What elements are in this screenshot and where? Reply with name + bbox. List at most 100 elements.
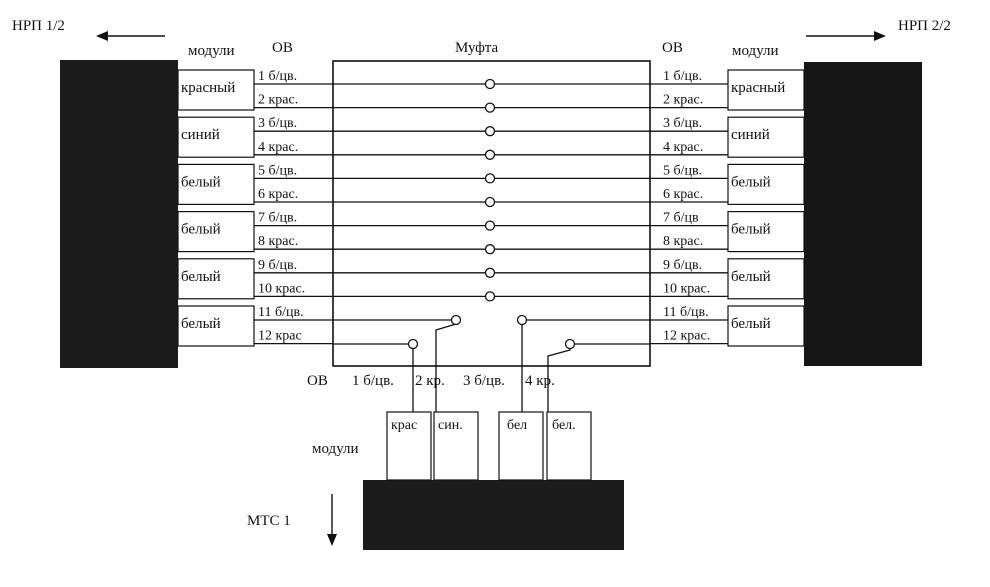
bottom-fiber-label-1: 1 б/цв. [352, 373, 394, 389]
splice-point [450, 314, 462, 326]
left-fiber-label: 8 крас. [258, 234, 298, 249]
left-modules: красный синий белый белый белый белый [177, 69, 255, 347]
nrp-right-block [804, 62, 922, 366]
right-module-box [727, 116, 805, 158]
splice-point [484, 244, 496, 255]
left-fiber-label: 6 крас. [258, 187, 298, 202]
left-module-box [177, 305, 255, 347]
branch-line-2 [333, 319, 457, 416]
mts-label: МТС 1 [247, 513, 291, 529]
bottom-fibers-header: ОВ [307, 373, 328, 389]
right-fiber-label: 2 крас. [663, 93, 703, 108]
right-fibers-header: ОВ [662, 40, 683, 56]
nrp-left-label: НРП 1/2 [12, 18, 65, 34]
right-module-box [727, 258, 805, 300]
right-module-label: красный [731, 80, 785, 96]
bottom-module-box [498, 411, 544, 481]
left-fibers-header: ОВ [272, 40, 293, 56]
left-module-box [177, 163, 255, 205]
splice-point [407, 338, 419, 350]
bottom-module-label-1: крас [391, 418, 417, 433]
bottom-fiber-label-3: 3 б/цв. [463, 373, 505, 389]
bottom-module-label-3: бел [507, 418, 527, 433]
left-fiber-label: 11 б/цв. [258, 305, 304, 320]
splice-point [484, 196, 496, 208]
splice-point [484, 220, 496, 231]
left-module-label: белый [181, 174, 221, 190]
nrp-left-block [60, 60, 178, 368]
right-module-label: белый [731, 222, 771, 238]
right-fiber-label: 10 крас. [663, 281, 710, 296]
right-module-box [727, 163, 805, 205]
arrow-left-icon [96, 31, 165, 41]
right-fiber-label: 12 крас. [663, 329, 710, 344]
left-module-box [177, 258, 255, 300]
left-module-label: белый [181, 316, 221, 332]
right-fiber-label: 3 б/цв. [663, 116, 702, 131]
bottom-modules-header: модули [312, 441, 359, 457]
bottom-module-label-4: бел. [552, 418, 576, 433]
splice-point [484, 291, 496, 302]
left-fiber-label: 4 крас. [258, 140, 298, 155]
splice-point [564, 338, 576, 350]
right-fiber-label: 11 б/цв. [663, 305, 709, 320]
left-module-box [177, 211, 255, 253]
arrow-right-icon [806, 31, 886, 41]
right-fiber-label: 7 б/цв [663, 211, 699, 226]
coupling-label: Муфта [455, 40, 499, 56]
left-fiber-label: 9 б/цв. [258, 258, 297, 273]
splice-point [516, 314, 528, 326]
right-module-box [727, 211, 805, 253]
left-fiber-label: 7 б/цв. [258, 211, 297, 226]
right-module-label: белый [731, 269, 771, 285]
right-modules-header: модули [732, 43, 779, 59]
bottom-fiber-label-4: 4 кр. [525, 373, 555, 389]
branch-line-4 [547, 343, 650, 416]
fiber-lines [254, 83, 728, 345]
right-fiber-label: 6 крас. [663, 187, 703, 202]
splice-point [484, 102, 496, 113]
left-module-box [177, 69, 255, 111]
right-module-box [727, 305, 805, 347]
bottom-module-box [433, 411, 479, 481]
splice-points [484, 78, 496, 302]
left-fiber-label: 2 крас. [258, 93, 298, 108]
branch-lines [333, 314, 650, 416]
bottom-module-box [546, 411, 592, 481]
left-module-label: белый [181, 269, 221, 285]
right-fiber-label: 8 крас. [663, 234, 703, 249]
bottom-fiber-label-2: 2 кр. [415, 373, 445, 389]
left-module-box [177, 116, 255, 158]
right-fiber-label: 9 б/цв. [663, 258, 702, 273]
coupling-box [332, 60, 651, 367]
bottom-module-box [386, 411, 432, 481]
right-fiber-label: 1 б/цв. [663, 69, 702, 84]
right-module-label: синий [731, 127, 770, 143]
right-fiber-labels: 1 б/цв. 2 крас. 3 б/цв. 4 крас. 5 б/цв. 6 кра… [663, 69, 710, 344]
bottom-module-label-2: син. [438, 418, 463, 433]
splice-point [484, 173, 496, 184]
left-fiber-label: 1 б/цв. [258, 69, 297, 84]
right-module-box [727, 69, 805, 111]
branch-line-3 [521, 319, 650, 416]
right-fiber-label: 4 крас. [663, 140, 703, 155]
left-fiber-label: 5 б/цв. [258, 163, 297, 178]
left-module-label: синий [181, 127, 220, 143]
splice-point [484, 149, 496, 160]
left-module-label: белый [181, 222, 221, 238]
nrp-right-label: НРП 2/2 [898, 18, 951, 34]
left-fiber-label: 10 крас. [258, 281, 305, 296]
mts-block [363, 480, 624, 550]
splice-point [484, 126, 496, 137]
left-fiber-labels: 1 б/цв. 2 крас. 3 б/цв. 4 крас. 5 б/цв. 6 кра… [258, 69, 305, 344]
arrow-down-icon [327, 494, 337, 546]
splice-point [484, 267, 496, 278]
left-fiber-label: 3 б/цв. [258, 116, 297, 131]
left-fiber-label: 12 крас [258, 329, 302, 344]
right-module-label: белый [731, 174, 771, 190]
right-fiber-label: 5 б/цв. [663, 163, 702, 178]
left-module-label: красный [181, 80, 235, 96]
